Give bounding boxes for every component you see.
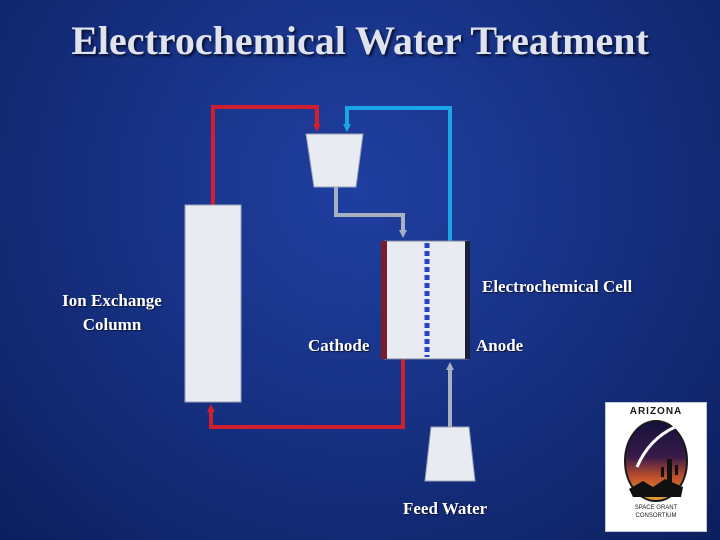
anode-label: Anode bbox=[476, 336, 524, 355]
anode-plate bbox=[465, 241, 470, 359]
slide-title: Electrochemical Water Treatment bbox=[71, 18, 649, 63]
logo-bottom-text: SPACE GRANT CONSORTIUM bbox=[634, 505, 678, 519]
top-tank bbox=[305, 133, 364, 188]
logo-top-text: ARIZONA bbox=[629, 406, 683, 417]
arizona-space-grant-logo: ARIZONA SPACE GRANT CONSORTIUM bbox=[605, 402, 707, 532]
electrochemical-cell-label: Electrochemical Cell bbox=[482, 277, 633, 296]
ion-exchange-label: Ion Exchange Column bbox=[62, 291, 162, 334]
anolyte-return-line bbox=[343, 106, 452, 241]
ion-exchange-column bbox=[184, 204, 242, 403]
electrochemical-cell bbox=[381, 240, 470, 360]
ion-exchange-outlet-line bbox=[211, 105, 321, 205]
cathode-label: Cathode bbox=[308, 336, 370, 355]
cathode-to-column-line bbox=[207, 359, 405, 429]
feed-water-label: Feed Water bbox=[403, 499, 488, 518]
tank-to-cell-line bbox=[334, 187, 407, 238]
logo-emblem bbox=[624, 420, 688, 502]
feed-tank bbox=[424, 426, 476, 482]
cathode-plate bbox=[381, 241, 387, 359]
